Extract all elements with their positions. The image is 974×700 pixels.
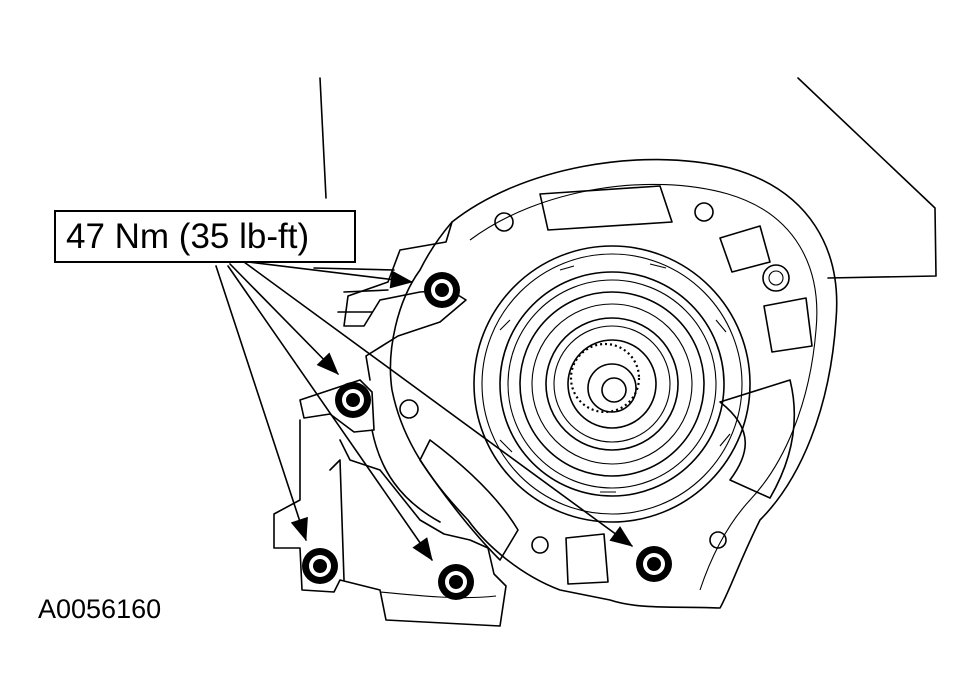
bolt-1 [424, 272, 460, 308]
pump-gear-assembly [473, 245, 751, 523]
bolt-5 [636, 546, 672, 582]
figure-id-label: A0056160 [38, 594, 162, 624]
torque-spec-label: 47 Nm (35 lb-ft) [54, 210, 356, 263]
bolt-2 [335, 382, 371, 418]
bracket-assembly [273, 221, 507, 627]
bolt-3 [302, 548, 338, 584]
case-outline [313, 77, 937, 279]
pump-flange [389, 158, 838, 609]
leader-lines [215, 261, 633, 561]
bolt-4 [438, 564, 474, 600]
